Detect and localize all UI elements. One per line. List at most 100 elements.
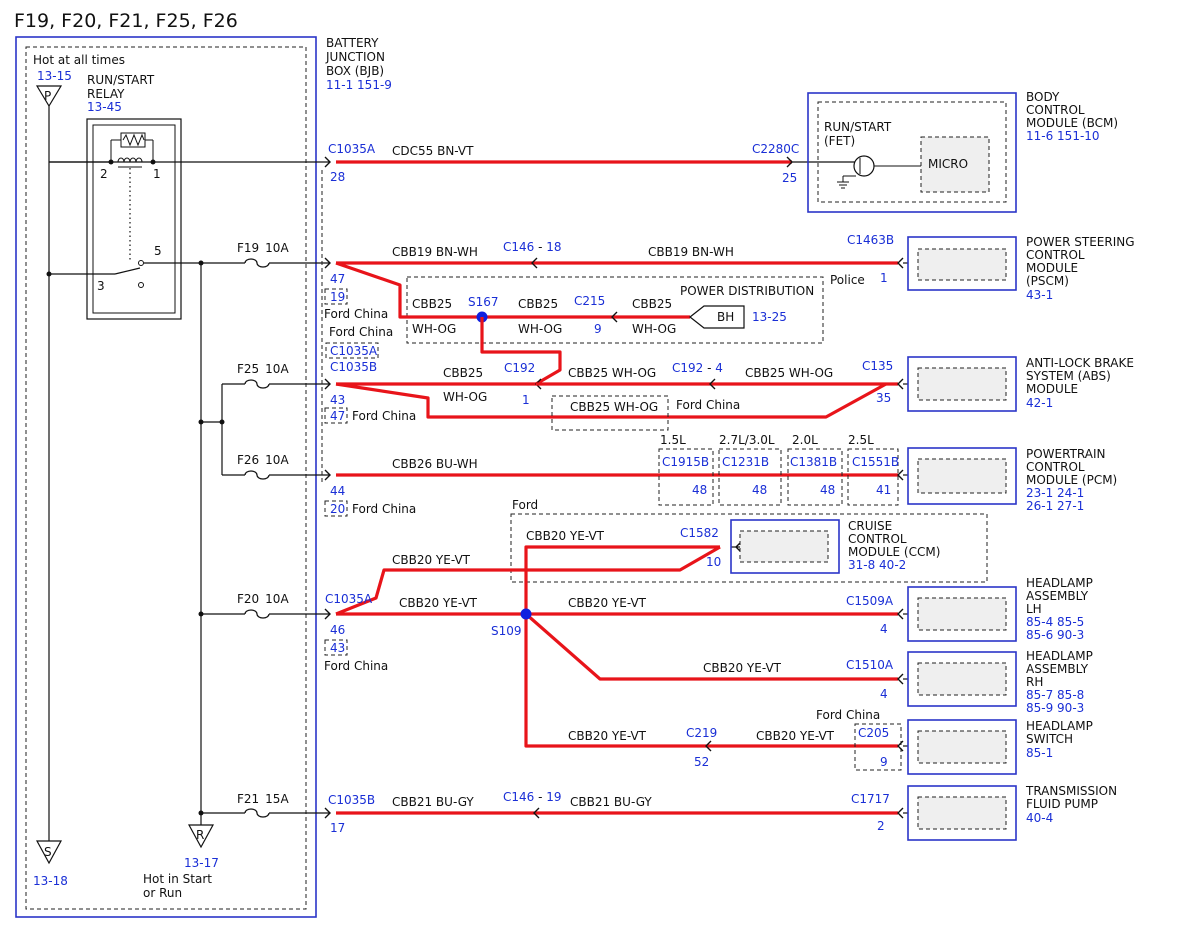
c146-19-label[interactable]: C146 - 19	[503, 790, 562, 804]
hl-rh-module-box[interactable]	[907, 651, 1017, 707]
c1510a-pin: 4	[880, 687, 888, 701]
c1717-label[interactable]: C1717	[851, 792, 890, 806]
bcm-branch-far-connector[interactable]: C2280C	[752, 142, 799, 156]
hot-at-all-times-label: Hot at all times	[33, 53, 125, 67]
wire-s167-to-c192	[480, 317, 562, 386]
pcm-refs-line2[interactable]: 26-1 27-1	[1026, 499, 1084, 513]
pcm-variant-connector-3[interactable]: C1381B	[790, 455, 837, 469]
abs-module-box[interactable]	[907, 356, 1017, 412]
s109-label[interactable]: S109	[491, 624, 522, 638]
f19-circuit: CBB19 BN-WH	[392, 245, 478, 259]
f25-alt-connector[interactable]: C1035A	[330, 344, 378, 358]
c1582-label[interactable]: C1582	[680, 526, 719, 540]
f26-alt-pin: 20	[330, 502, 345, 516]
pd-circuit-c: CBB25	[632, 297, 672, 311]
f19-circuit2: CBB19 BN-WH	[648, 245, 734, 259]
f26-pin: 44	[330, 484, 345, 498]
pcm-variant-box-2	[718, 448, 782, 506]
relay-pin-1: 1	[153, 167, 161, 181]
relay-ref[interactable]: 13-45	[87, 100, 122, 114]
hl-sw-refs[interactable]: 85-1	[1026, 746, 1053, 760]
terminal-s-ref[interactable]: 13-18	[33, 874, 68, 888]
f25-pin: 43	[330, 393, 345, 407]
relay-switch-blade	[114, 267, 141, 275]
f25-alt-pin: 47	[330, 409, 345, 423]
pcm-variant-connector-4[interactable]: C1551B	[852, 455, 899, 469]
ccm-name-line3: MODULE (CCM)	[848, 545, 940, 559]
s167-label[interactable]: S167	[468, 295, 499, 309]
bjb-name-line3: BOX (BJB)	[326, 64, 384, 78]
bcm-branch-connector[interactable]: C1035A	[328, 142, 376, 156]
ccm-refs[interactable]: 31-8 40-2	[848, 558, 906, 572]
c192-1-label[interactable]: C192	[504, 361, 535, 375]
terminal-r-icon	[187, 824, 215, 849]
pcm-variant-connector-2[interactable]: C1231B	[722, 455, 769, 469]
hl-sw-module-box[interactable]	[907, 719, 1017, 775]
pcm-refs-line1[interactable]: 23-1 24-1	[1026, 486, 1084, 500]
hl-rh-refs-line1[interactable]: 85-7 85-8	[1026, 688, 1084, 702]
bh-ref[interactable]: 13-25	[752, 310, 787, 324]
fuse-f20	[201, 609, 330, 619]
relay-feed-node	[46, 271, 52, 277]
f20-circuit: CBB20 YE-VT	[399, 596, 478, 610]
pcm-module-box[interactable]	[907, 447, 1017, 505]
terminal-r-letter: R	[196, 828, 204, 842]
hl-lh-module-box[interactable]	[907, 586, 1017, 642]
hl-lh-refs-line2[interactable]: 85-6 90-3	[1026, 628, 1084, 642]
f25-alt-pin-box	[324, 407, 348, 424]
ccm-module-box[interactable]	[730, 519, 840, 574]
f19-far-connector[interactable]: C1463B	[847, 233, 894, 247]
c1510a-label[interactable]: C1510A	[846, 658, 894, 672]
power-distribution-label: POWER DISTRIBUTION	[680, 284, 814, 298]
ccm-inner	[739, 530, 829, 563]
hl-rh-name-line2: ASSEMBLY	[1026, 662, 1089, 676]
c1509a-label[interactable]: C1509A	[846, 594, 894, 608]
tfp-name-line2: FLUID PUMP	[1026, 797, 1098, 811]
c205-label[interactable]: C205	[858, 726, 889, 740]
tfp-refs[interactable]: 40-4	[1026, 811, 1053, 825]
f21-connector[interactable]: C1035B	[328, 793, 375, 807]
hl-lh-name-line2: ASSEMBLY	[1026, 589, 1089, 603]
splice-s109	[520, 608, 532, 620]
bh-label: BH	[717, 310, 734, 324]
bcm-inner-label-line2: (FET)	[824, 134, 855, 148]
tfp-module-box[interactable]	[907, 785, 1017, 841]
c146-18-label[interactable]: C146 - 18	[503, 240, 562, 254]
abs-refs[interactable]: 42-1	[1026, 396, 1053, 410]
f25-dashed-label: CBB25 WH-OG	[570, 400, 658, 414]
bcm-module-box[interactable]	[807, 92, 1017, 213]
pcm-variant-pin-4: 41	[876, 483, 891, 497]
hl-rh-refs-line2[interactable]: 85-9 90-3	[1026, 701, 1084, 715]
hl-lh-name-line3: LH	[1026, 602, 1042, 616]
power-distribution-region	[406, 276, 824, 344]
switch-circuit1: CBB20 YE-VT	[568, 729, 647, 743]
bjb-refs[interactable]: 11-1 151-9	[326, 78, 392, 92]
hl-lh-refs-line1[interactable]: 85-4 85-5	[1026, 615, 1084, 629]
c192-4-label[interactable]: C192 - 4	[672, 361, 723, 375]
pscm-name-line1: POWER STEERING	[1026, 235, 1135, 249]
f20-connector[interactable]: C1035A	[325, 592, 373, 606]
pcm-arrow	[897, 469, 904, 481]
hl-rh-inner	[917, 662, 1007, 696]
pscm-module-box[interactable]	[907, 236, 1017, 291]
pcm-name-line3: MODULE (PCM)	[1026, 473, 1117, 487]
c219-label[interactable]: C219	[686, 726, 717, 740]
c215-label[interactable]: C215	[574, 294, 605, 308]
pcm-variant-box-3	[787, 448, 843, 506]
diagram-title: F19, F20, F21, F25, F26	[14, 10, 238, 32]
terminal-p-ref[interactable]: 13-15	[37, 69, 72, 83]
c1717-pin: 2	[877, 819, 885, 833]
bcm-refs[interactable]: 11-6 151-10	[1026, 129, 1100, 143]
terminal-r-ref[interactable]: 13-17	[184, 856, 219, 870]
c135-label[interactable]: C135	[862, 359, 893, 373]
pcm-variant-engine-1: 1.5L	[660, 433, 686, 447]
f20-alt-pin-box	[324, 639, 348, 656]
f25-ford-china-box	[551, 395, 669, 431]
f19-alt-pin: 19	[330, 290, 345, 304]
f25-connector[interactable]: C1035B	[330, 360, 377, 374]
pscm-refs[interactable]: 43-1	[1026, 288, 1053, 302]
c205-pin: 9	[880, 755, 888, 769]
pcm-variant-connector-1[interactable]: C1915B	[662, 455, 709, 469]
